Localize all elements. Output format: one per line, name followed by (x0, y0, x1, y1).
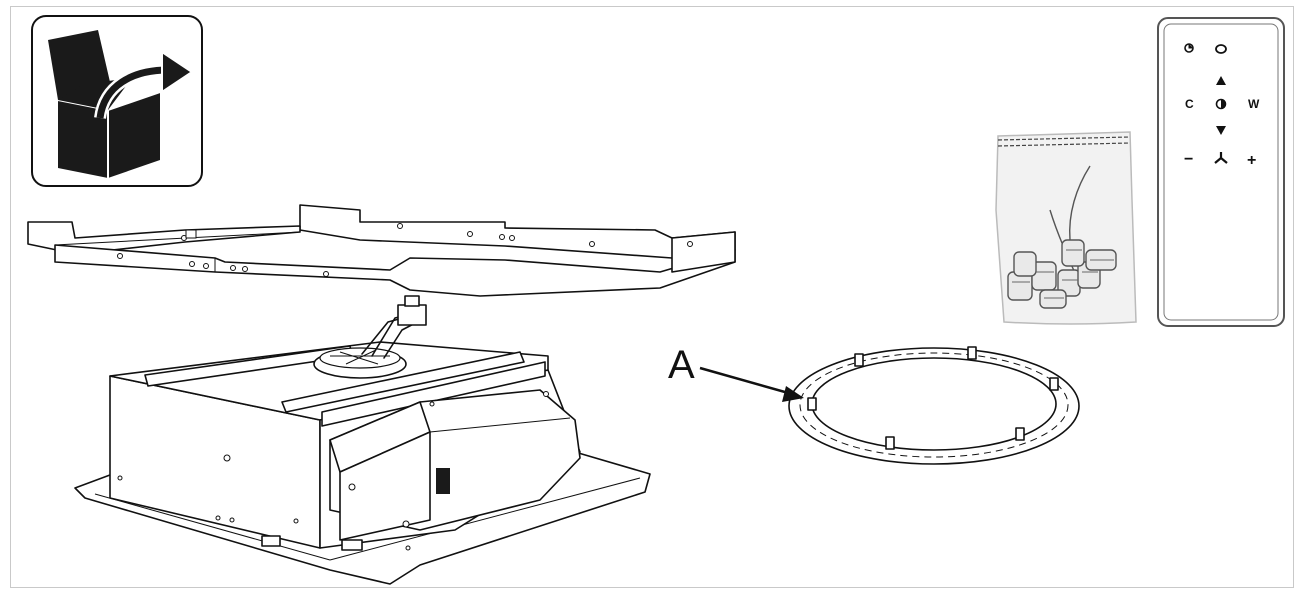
remote-control: C W − + (1157, 17, 1285, 327)
plus-label: + (1247, 152, 1256, 169)
mounting-frame (27, 204, 736, 297)
cool-label: C (1185, 97, 1194, 111)
screw-bag (995, 131, 1137, 325)
minus-label: − (1184, 151, 1193, 168)
down-arrow-icon (1216, 126, 1226, 135)
callout-label: A (668, 343, 695, 387)
unpack-box-icon (31, 15, 203, 187)
gasket-ring (788, 346, 1080, 465)
power-icon (1215, 44, 1227, 54)
warm-label: W (1248, 97, 1260, 111)
up-arrow-icon (1216, 76, 1226, 85)
callout-a: A (668, 343, 804, 402)
timer-icon (1184, 43, 1194, 53)
fan-icon (1214, 152, 1228, 164)
light-icon (1215, 98, 1227, 110)
hood-motor-unit (74, 295, 651, 585)
